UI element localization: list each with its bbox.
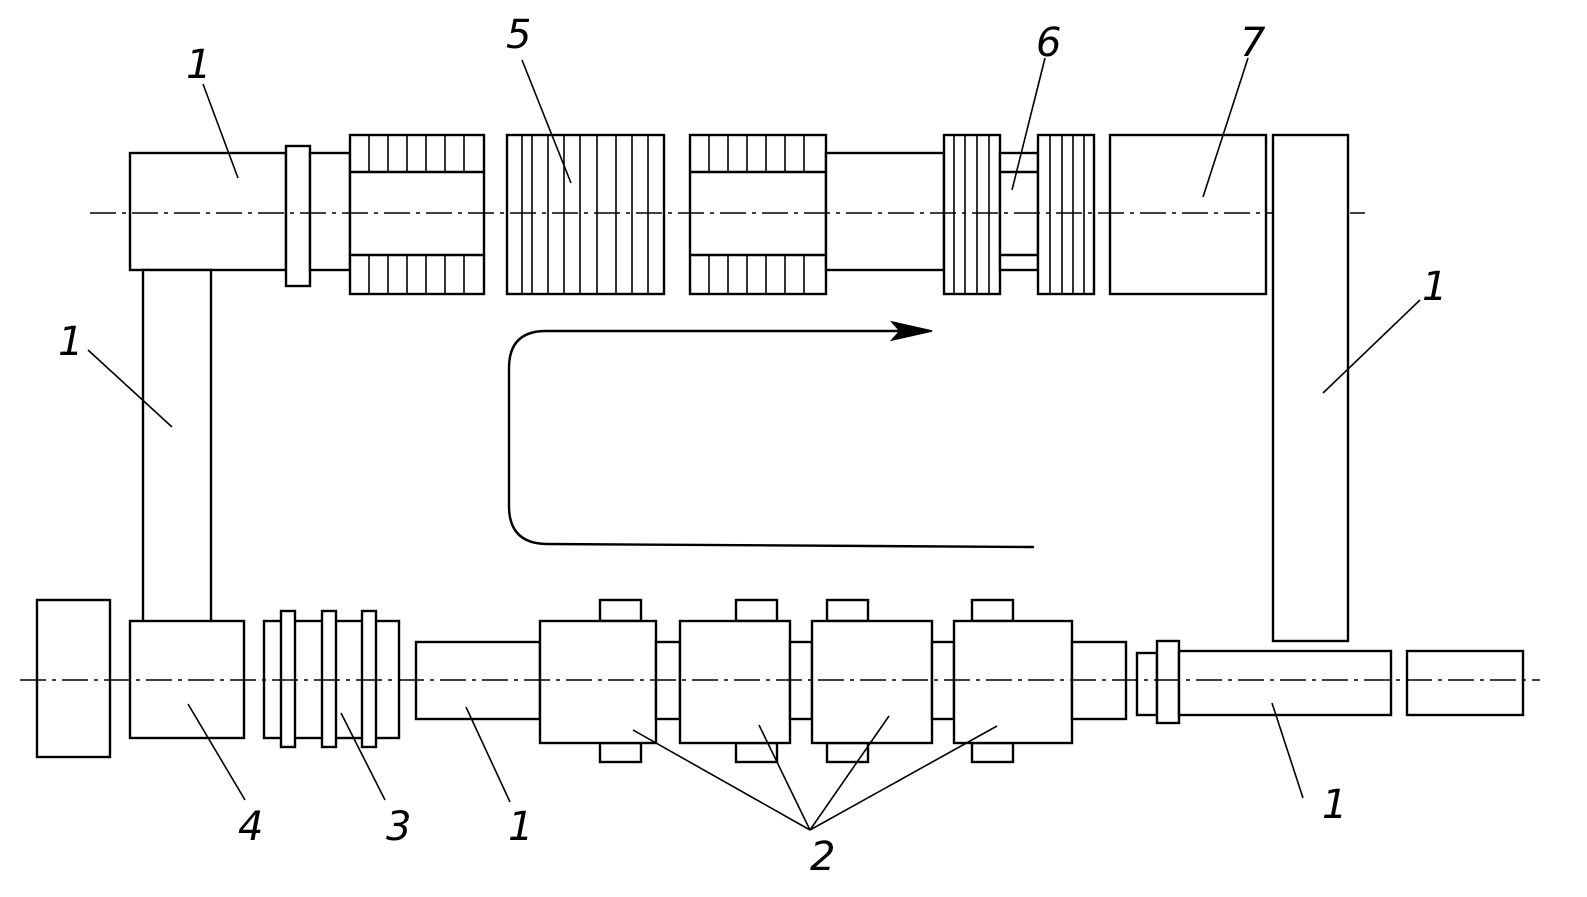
label-1-top-left: 1 bbox=[186, 42, 211, 88]
conveyor-left-vertical bbox=[141, 268, 213, 624]
unit-7 bbox=[1108, 133, 1268, 296]
labels: 1 1 5 6 7 1 4 3 1 2 1 bbox=[58, 12, 1447, 880]
leader-lines bbox=[87, 57, 1421, 831]
bottom-line bbox=[20, 598, 1540, 764]
end-stand-left bbox=[35, 598, 112, 759]
conveyor-bottom-middle bbox=[414, 640, 542, 721]
flange-ring bbox=[284, 144, 312, 288]
label-1-left-vertical: 1 bbox=[58, 319, 83, 365]
flow-arrow bbox=[507, 320, 1035, 549]
coupling bbox=[1135, 639, 1181, 725]
stands-2 bbox=[538, 598, 1074, 764]
roller-block-b bbox=[688, 133, 828, 296]
roller-block-a bbox=[348, 133, 486, 296]
label-7: 7 bbox=[1240, 20, 1266, 66]
label-3: 3 bbox=[386, 804, 411, 850]
label-6: 6 bbox=[1036, 20, 1061, 66]
conveyor-top-left bbox=[128, 151, 288, 272]
label-1-bottom-right: 1 bbox=[1322, 782, 1347, 828]
label-1-right-vertical: 1 bbox=[1422, 264, 1447, 310]
conveyor-right-vertical bbox=[1271, 133, 1350, 643]
unit-5 bbox=[505, 133, 666, 296]
unit-3 bbox=[262, 609, 401, 749]
label-4: 4 bbox=[238, 804, 263, 850]
shaft-segment-2 bbox=[824, 151, 946, 272]
label-2: 2 bbox=[810, 834, 835, 880]
shaft-segment bbox=[308, 151, 352, 272]
end-box-right bbox=[1405, 649, 1525, 717]
label-5: 5 bbox=[506, 12, 531, 58]
label-1-bottom-middle: 1 bbox=[508, 804, 533, 850]
conveyor-bottom-right bbox=[1177, 649, 1393, 717]
top-line bbox=[90, 133, 1365, 296]
unit-6 bbox=[942, 133, 1096, 296]
